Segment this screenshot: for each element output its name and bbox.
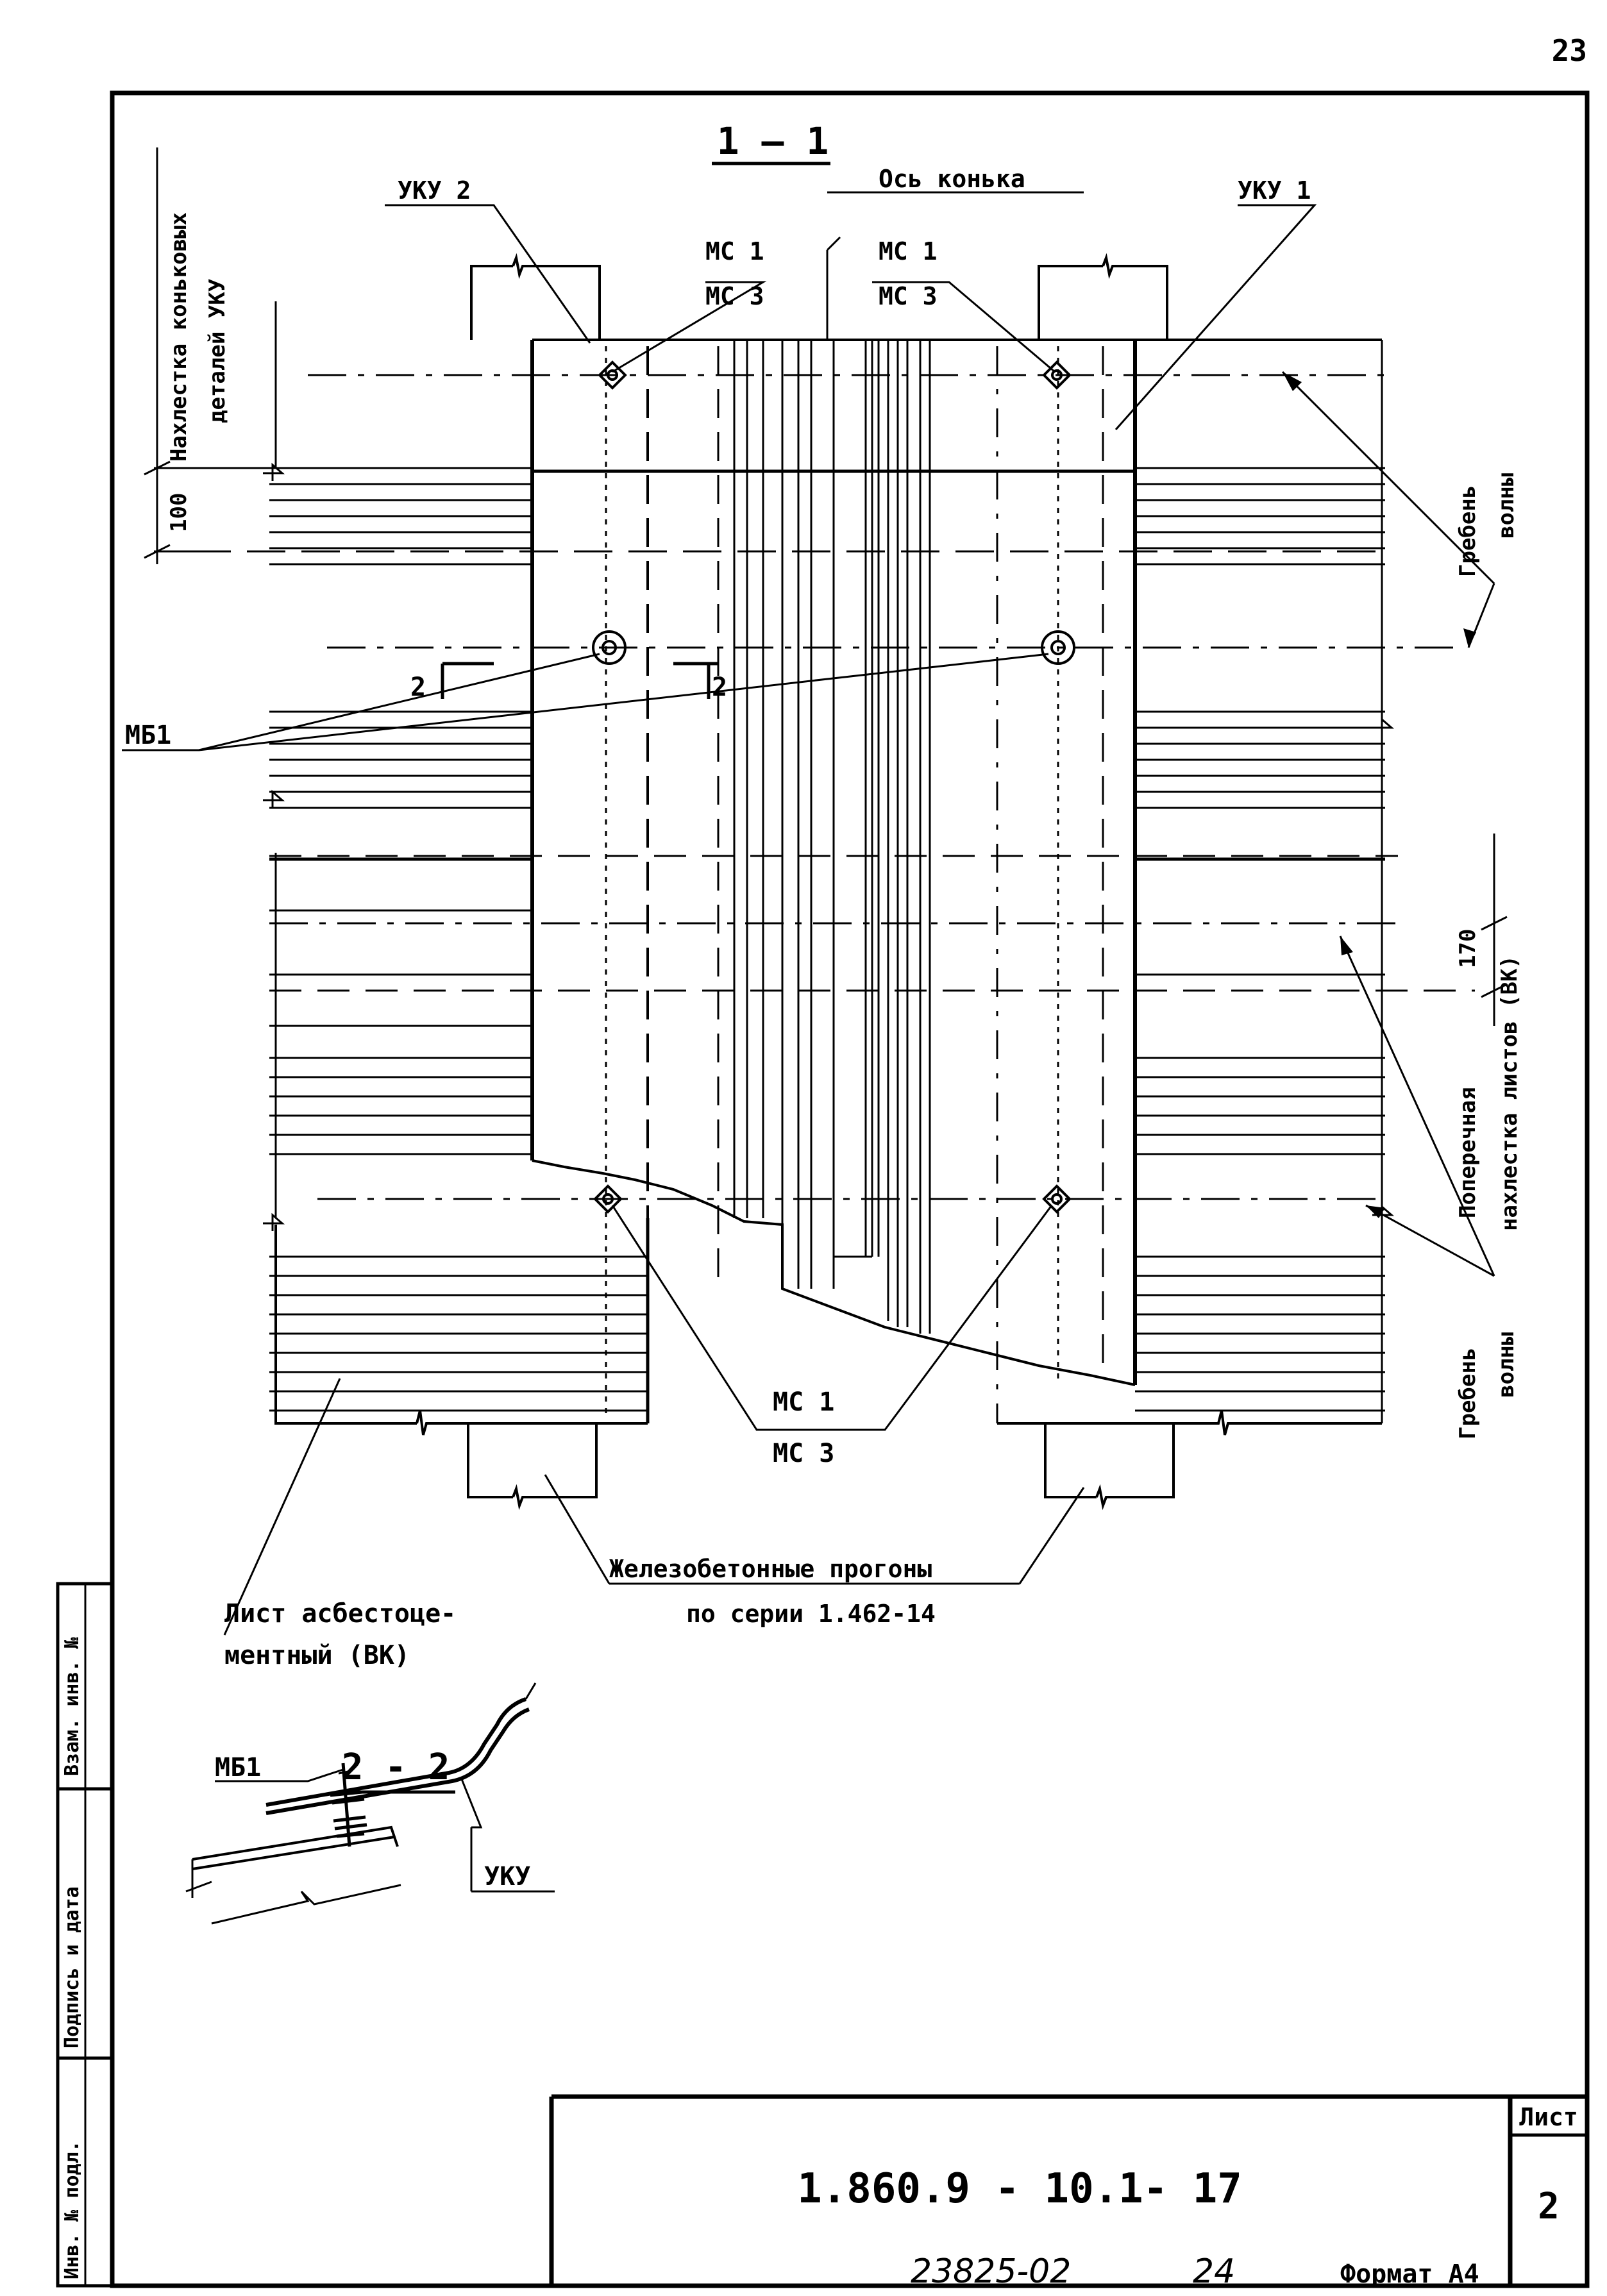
format-label: Формат А4 [1340, 2259, 1479, 2289]
fastener-mc-bottom-right [1042, 1184, 1072, 1214]
label-transverse-overlap-1: Поперечная [1455, 1087, 1481, 1218]
label-cut-2-left: 2 [410, 673, 426, 702]
label-purlins-2: по серии 1.462-14 [686, 1600, 936, 1628]
label-mc3-bottom: МС 3 [773, 1439, 834, 1468]
page-number: 23 [1552, 33, 1587, 68]
right-corrugated-sheets [997, 340, 1395, 1436]
leader-lines [122, 191, 1495, 1636]
label-mb1: МБ1 [125, 721, 171, 750]
fastener-mc-top-left [598, 360, 627, 390]
left-corrugated-sheets [263, 301, 650, 1436]
sheet-number: 2 [1538, 2186, 1560, 2227]
horizontal-axis-lines [192, 374, 1475, 1200]
sheet-label: Лист [1519, 2103, 1578, 2131]
stamp-vzam-inv: Взам. инв. № [61, 1636, 83, 1776]
copy-number: 24 [1193, 2252, 1235, 2291]
stamp-podpis-data: Подпись и дата [61, 1886, 83, 2049]
title-underlines [337, 162, 830, 1794]
label-detail-uku: УКУ [484, 1862, 530, 1891]
purlins [467, 253, 1175, 1511]
section-2-2-detail [185, 1682, 555, 1925]
label-asbestos-sheet-1: Лист асбестоце- [224, 1599, 456, 1629]
bolt-mb1-right [1041, 630, 1075, 665]
label-uku1: УКУ 1 [1238, 176, 1311, 205]
label-ridge-overlap-2: деталей УКУ [205, 279, 230, 423]
bolt-mb1-left [592, 630, 627, 665]
ridge-pieces [530, 250, 1382, 1423]
archive-number: 23825-02 [911, 2252, 1071, 2291]
document-code: 1.860.9 - 10.1- 17 [797, 2165, 1242, 2213]
label-cut-2-right: 2 [712, 673, 727, 702]
label-wave-crest-bottom-1: Гребень [1455, 1348, 1481, 1439]
label-mc1-left: МС 1 [705, 237, 764, 265]
arrowheads [1283, 372, 1476, 1218]
section-title-2-2: 2 - 2 [342, 1747, 450, 1788]
label-wave-crest-top-1: Гребень [1455, 485, 1481, 577]
fastener-mc-bottom-left [593, 1184, 623, 1214]
label-wave-crest-bottom-2: волны [1493, 1332, 1519, 1398]
label-uku2: УКУ 2 [398, 176, 471, 205]
left-dimensions [144, 147, 276, 564]
label-detail-mb1: МБ1 [215, 1753, 261, 1782]
label-ridge-overlap-1: Нахлестка коньковых [166, 212, 192, 462]
label-mc3-left: МС 3 [705, 282, 764, 310]
label-ridge-axis: Ось конька [879, 165, 1025, 193]
right-dimensions [1481, 834, 1508, 1026]
section-title-1-1: 1 — 1 [717, 119, 829, 163]
section-cut-marks [441, 662, 718, 699]
label-mc3-right: МС 3 [879, 282, 938, 310]
label-mc1-bottom: МС 1 [773, 1387, 834, 1417]
label-mc1-right: МС 1 [879, 237, 938, 265]
fastener-mc-top-right [1042, 360, 1072, 390]
label-purlins-1: Железобетонные прогоны [609, 1555, 932, 1583]
label-wave-crest-top-2: волны [1493, 473, 1519, 539]
sheet-frame [56, 90, 1590, 2288]
dimension-170: 170 [1455, 929, 1481, 968]
label-transverse-overlap-2: нахлестка листов (ВК) [1497, 955, 1522, 1231]
label-asbestos-sheet-2: ментный (ВК) [224, 1641, 410, 1670]
stamp-inv-podl: Инв. № подл. [61, 2140, 83, 2279]
dimension-100: 100 [166, 493, 192, 532]
